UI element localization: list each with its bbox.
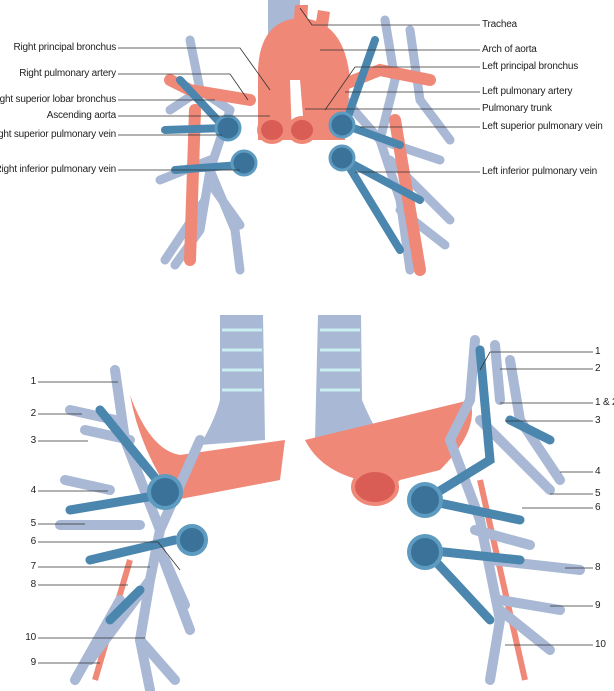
label-1: 1	[595, 346, 601, 357]
label-left-principal-bronchus: Left principal bronchus	[482, 61, 579, 72]
bottom-anatomy	[55, 315, 585, 691]
left-superior-vein-lumen	[328, 111, 356, 139]
leader-lines	[38, 7, 593, 664]
label-10: 10	[25, 632, 36, 643]
label-right-superior-pulmonary-vein: Right superior pulmonary vein	[0, 129, 116, 140]
right-superior-vein-lumen	[214, 114, 242, 142]
label-1-2: 1 & 2	[595, 397, 614, 408]
label-left-pulmonary-artery: Left pulmonary artery	[482, 86, 573, 97]
label-6: 6	[595, 502, 601, 513]
left-pulmonary-artery-shape	[305, 400, 472, 490]
left-inferior-vein-lumen	[328, 144, 356, 172]
top-anatomy	[155, 0, 455, 276]
label-right-inferior-pulmonary-vein: Right inferior pulmonary vein	[0, 164, 116, 175]
label-pulmonary-trunk: Pulmonary trunk	[482, 103, 552, 114]
tracheal-rings	[222, 328, 360, 392]
aorta-lumen	[257, 116, 287, 144]
label-arch-of-aorta: Arch of aorta	[482, 44, 537, 55]
label-2: 2	[595, 363, 601, 374]
label-ascending-aorta: Ascending aorta	[46, 110, 116, 121]
label-9: 9	[595, 600, 601, 611]
leader-line	[118, 47, 271, 91]
left-trachea-half	[315, 315, 385, 445]
label-8: 8	[30, 579, 37, 590]
label-left-superior-pulmonary-vein: Left superior pulmonary vein	[482, 121, 603, 132]
pulmonary-trunk-lumen	[287, 116, 317, 144]
leader-line	[324, 66, 480, 111]
right-inferior-vein-lumen	[230, 149, 258, 177]
label-right-superior-lobar-bronchus: Right superior lobar bronchus	[0, 94, 116, 105]
label-left-inferior-pulmonary-vein: Left inferior pulmonary vein	[482, 166, 598, 177]
label-5: 5	[30, 518, 37, 529]
right-pulmonary-artery-shape	[130, 395, 285, 500]
label-right-principal-bronchus: Right principal bronchus	[13, 42, 117, 53]
label-3: 3	[595, 415, 601, 426]
leader-line	[299, 7, 480, 26]
right-trachea-half	[200, 315, 265, 445]
label-7: 7	[30, 561, 37, 572]
label-4: 4	[595, 466, 601, 477]
aorta-shape	[258, 18, 350, 140]
pulmonary-trunk-lumen-bottom	[351, 468, 399, 506]
aortic-branches	[292, 5, 330, 45]
label-4: 4	[30, 485, 37, 496]
leader-line	[118, 73, 249, 101]
label-trachea: Trachea	[482, 19, 517, 30]
left-inferior-vein-lumen-bottom	[407, 534, 443, 570]
label-10: 10	[595, 639, 606, 650]
label-6: 6	[30, 536, 37, 547]
label-8: 8	[595, 562, 601, 573]
label-5: 5	[595, 488, 601, 499]
leader-line	[479, 351, 593, 371]
right-superior-vein-lumen-bottom	[147, 474, 183, 510]
label-right-pulmonary-artery: Right pulmonary artery	[19, 68, 116, 79]
label-3: 3	[30, 435, 37, 446]
bottom-right-bronchial-tree	[55, 365, 205, 691]
label-9: 9	[30, 657, 37, 668]
left-superior-vein-lumen-bottom	[407, 482, 443, 518]
label-2: 2	[30, 408, 37, 419]
right-inferior-vein-lumen-bottom	[176, 524, 208, 556]
label-1: 1	[30, 376, 37, 387]
leader-line	[38, 541, 181, 571]
